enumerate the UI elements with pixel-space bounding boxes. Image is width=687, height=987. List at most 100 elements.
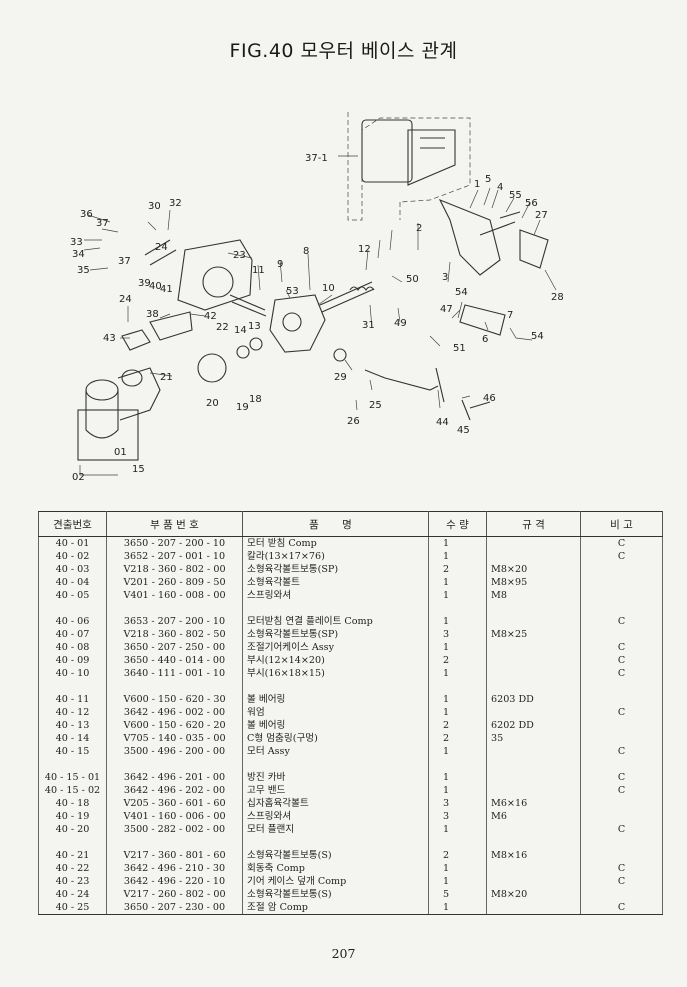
row-part-no: V205 - 360 - 601 - 60: [106, 797, 243, 810]
row-spec: M8×20: [486, 563, 581, 576]
motor-cap: [85, 379, 119, 401]
row-part-no: [106, 836, 243, 849]
callout-label: 54: [455, 287, 468, 298]
ring-14: [236, 345, 250, 359]
row-part-no: 3500 - 496 - 200 - 00: [106, 745, 243, 758]
callout-label: 41: [160, 284, 173, 295]
row-part-no: 3650 - 207 - 230 - 00: [106, 901, 243, 915]
row-part-no: V217 - 260 - 802 - 00: [106, 888, 243, 901]
callout-label: 28: [551, 292, 564, 303]
callout-label: 54: [531, 331, 544, 342]
shaft-22: [229, 294, 267, 317]
callout-label: 51: [453, 343, 466, 354]
row-quantity: 1: [428, 550, 487, 563]
row-quantity: 1: [428, 536, 487, 550]
row-remarks: C: [580, 641, 663, 654]
row-remarks: C: [580, 615, 663, 628]
row-spec: 6202 DD: [486, 719, 581, 732]
table-row: [38, 602, 663, 615]
row-quantity: 1: [428, 667, 487, 680]
callout-label: 24: [119, 294, 132, 305]
row-remarks: C: [580, 654, 663, 667]
page-number: 207: [331, 946, 356, 961]
row-part-no: 3642 - 496 - 002 - 00: [106, 706, 243, 719]
leader-lines: [79, 155, 557, 476]
row-quantity: 1: [428, 615, 487, 628]
row-quantity: 1: [428, 901, 487, 915]
callout-label: 18: [249, 394, 262, 405]
row-spec: M8×25: [486, 628, 581, 641]
row-ref-no: 40 - 04: [38, 576, 107, 589]
callout-label: 43: [103, 333, 116, 344]
row-description: 칼라(13×17×76): [242, 550, 429, 563]
callout-label: 6: [482, 334, 488, 345]
callout-label: 40: [149, 281, 162, 292]
table-header-row: 견출번호 부 품 번 호 품 명 수 량 규 격 비 고: [38, 511, 663, 537]
row-part-no: [106, 602, 243, 615]
callout-label: 56: [525, 198, 538, 209]
row-part-no: 3500 - 282 - 002 - 00: [106, 823, 243, 836]
row-part-no: 3650 - 207 - 250 - 00: [106, 641, 243, 654]
row-description: 모터 Assy: [242, 745, 429, 758]
row-remarks: [580, 589, 663, 602]
dust-cover-outline: [77, 409, 139, 461]
callout-label: 44: [436, 417, 449, 428]
callout-label: 33: [70, 237, 83, 248]
bearing: [282, 312, 302, 332]
callout-label: 01: [114, 447, 127, 458]
row-ref-no: 40 - 20: [38, 823, 107, 836]
row-quantity: 1: [428, 576, 487, 589]
row-remarks: [580, 797, 663, 810]
header-spec: 규 격: [486, 511, 581, 537]
ring-13: [249, 337, 263, 351]
row-remarks: [580, 602, 663, 615]
bracket-43: [121, 329, 151, 351]
row-spec: [486, 602, 581, 615]
row-remarks: C: [580, 901, 663, 915]
row-description: 볼 베어링: [242, 693, 429, 706]
motor-base-bracket: [438, 198, 501, 276]
row-spec: [486, 771, 581, 784]
callout-label: 10: [322, 283, 335, 294]
worm-thread: [349, 286, 375, 291]
callout-label: 55: [509, 190, 522, 201]
row-remarks: [580, 732, 663, 745]
frame-plate: [361, 119, 413, 183]
row-remarks: C: [580, 784, 663, 797]
row-spec: [486, 615, 581, 628]
row-description: 소형육각볼트보통(SP): [242, 628, 429, 641]
row-quantity: [428, 836, 487, 849]
row-description: 모터 플랜지: [242, 823, 429, 836]
motor-shaft-end: [121, 369, 143, 387]
row-quantity: 3: [428, 810, 487, 823]
row-quantity: 1: [428, 771, 487, 784]
row-quantity: 2: [428, 732, 487, 745]
row-quantity: 2: [428, 849, 487, 862]
row-remarks: [580, 563, 663, 576]
row-remarks: [580, 693, 663, 706]
callout-label: 26: [347, 416, 360, 427]
callout-label: 50: [406, 274, 419, 285]
row-part-no: V217 - 360 - 801 - 60: [106, 849, 243, 862]
callout-label: 5: [485, 174, 491, 185]
row-remarks: C: [580, 536, 663, 550]
ring-29: [333, 348, 347, 362]
row-part-no: V705 - 140 - 035 - 00: [106, 732, 243, 745]
row-part-no: V401 - 160 - 006 - 00: [106, 810, 243, 823]
row-ref-no: 40 - 21: [38, 849, 107, 862]
callout-label: 47: [440, 304, 453, 315]
row-spec: [486, 641, 581, 654]
callout-label: 45: [457, 425, 470, 436]
row-description: 모터받침 연결 플레이트 Comp: [242, 615, 429, 628]
row-spec: M6×16: [486, 797, 581, 810]
row-spec: [486, 875, 581, 888]
row-spec: [486, 706, 581, 719]
